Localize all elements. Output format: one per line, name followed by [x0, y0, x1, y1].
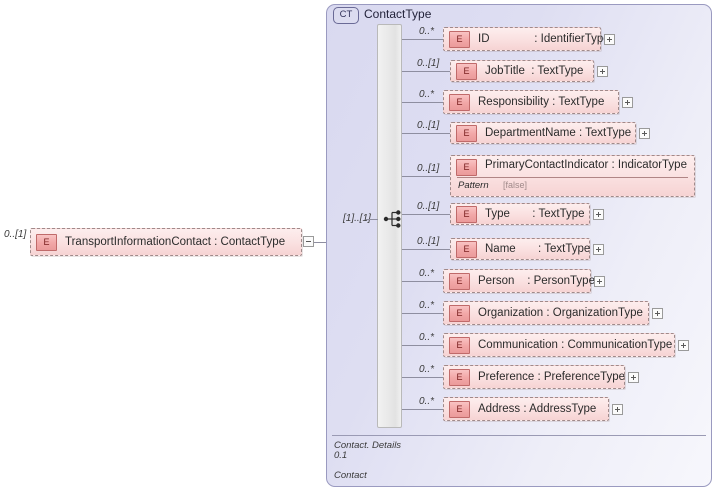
- element-cardinality: 0..*: [419, 396, 435, 407]
- connector-line: [402, 39, 443, 40]
- element-badge-icon: E: [449, 336, 470, 354]
- expand-toggle-plus-icon[interactable]: [639, 128, 650, 139]
- expand-toggle-plus-icon[interactable]: [593, 244, 604, 255]
- element-cardinality: 0..[1]: [417, 201, 440, 212]
- element-label: Name : TextType: [485, 243, 591, 255]
- element-label: Preference : PreferenceType: [478, 371, 626, 383]
- element-label: DepartmentName : TextType: [485, 127, 632, 139]
- connector-line: [402, 102, 443, 103]
- element-badge-icon: E: [456, 205, 477, 223]
- element-label: Communication : CommunicationType: [478, 339, 673, 351]
- expand-toggle-plus-icon[interactable]: [652, 308, 663, 319]
- element-badge-icon: E: [456, 240, 477, 258]
- element-badge-icon: E: [449, 400, 470, 418]
- facet-name: Pattern: [458, 180, 489, 191]
- expand-toggle-plus-icon[interactable]: [593, 209, 604, 220]
- element-label: Organization : OrganizationType: [478, 307, 643, 319]
- collapse-toggle-minus-icon[interactable]: [303, 236, 314, 247]
- element-cardinality: 0..*: [419, 300, 435, 311]
- element-box[interactable]: E PrimaryContactIndicator : IndicatorType…: [450, 155, 695, 197]
- element-cardinality: 0..[1]: [417, 236, 440, 247]
- element-label: Responsibility : TextType: [478, 96, 605, 108]
- element-label: Person : PersonType: [478, 275, 595, 287]
- documentation-line-2: 0.1: [334, 450, 348, 461]
- element-label: PrimaryContactIndicator : IndicatorType: [485, 159, 687, 171]
- element-cardinality: 0..*: [419, 332, 435, 343]
- element-badge-icon: E: [456, 124, 477, 142]
- element-badge-icon: E: [449, 368, 470, 386]
- element-badge-icon: E: [449, 93, 470, 111]
- element-cardinality: 0..*: [419, 364, 435, 375]
- compositor-cardinality: [1]..[1]: [343, 213, 371, 224]
- element-label: ID : IdentifierType: [478, 33, 610, 45]
- element-badge-icon: E: [456, 62, 477, 80]
- complextype-title: ContactType: [364, 7, 432, 21]
- root-element-label: TransportInformationContact : ContactTyp…: [65, 236, 286, 248]
- connector-root-to-type: [314, 242, 327, 243]
- expand-toggle-plus-icon[interactable]: [597, 66, 608, 77]
- element-badge-icon: E: [36, 233, 57, 251]
- connector-line: [402, 249, 450, 250]
- element-cardinality: 0..*: [419, 26, 435, 37]
- expand-toggle-plus-icon[interactable]: [678, 340, 689, 351]
- connector-to-compositor: [366, 219, 378, 220]
- element-box[interactable]: E Communication : CommunicationType: [443, 333, 675, 357]
- documentation-separator: [332, 435, 706, 436]
- documentation-line-3: Contact: [334, 470, 367, 481]
- documentation-line-1: Contact. Details: [334, 440, 402, 451]
- element-box[interactable]: E ID : IdentifierType: [443, 27, 610, 51]
- connector-line: [402, 176, 450, 177]
- connector-line: [402, 313, 443, 314]
- element-box[interactable]: E Person : PersonType: [443, 269, 595, 293]
- expand-toggle-plus-icon[interactable]: [628, 372, 639, 383]
- expand-toggle-plus-icon[interactable]: [622, 97, 633, 108]
- root-element-node[interactable]: E TransportInformationContact : ContactT…: [30, 228, 302, 256]
- expand-toggle-plus-icon[interactable]: [612, 404, 623, 415]
- element-badge-icon: E: [449, 30, 470, 48]
- facet-value: [false]: [503, 180, 528, 190]
- element-cardinality: 0..[1]: [417, 58, 440, 69]
- root-element-box[interactable]: E TransportInformationContact : ContactT…: [30, 228, 302, 256]
- connector-line: [402, 345, 443, 346]
- element-box[interactable]: E Organization : OrganizationType: [443, 301, 649, 325]
- facet-separator: [457, 177, 688, 178]
- element-box[interactable]: E Preference : PreferenceType: [443, 365, 625, 389]
- element-label: Address : AddressType: [478, 403, 597, 415]
- element-badge-icon: E: [449, 272, 470, 290]
- element-label: JobTitle : TextType: [485, 65, 584, 77]
- element-cardinality: 0..[1]: [417, 120, 440, 131]
- element-box[interactable]: E Responsibility : TextType: [443, 90, 619, 114]
- connector-line: [402, 214, 450, 215]
- element-box[interactable]: E JobTitle : TextType: [450, 60, 594, 82]
- element-badge-icon: E: [456, 159, 477, 176]
- complextype-badge-icon: CT: [333, 7, 359, 24]
- connector-line: [402, 71, 450, 72]
- element-label: Type : TextType: [485, 208, 585, 220]
- element-box[interactable]: E Name : TextType: [450, 238, 590, 260]
- element-cardinality: 0..*: [419, 268, 435, 279]
- root-element-cardinality: 0..[1]: [4, 229, 27, 240]
- connector-line: [402, 281, 443, 282]
- expand-toggle-plus-icon[interactable]: [604, 34, 615, 45]
- connector-line: [402, 409, 443, 410]
- connector-line: [402, 377, 443, 378]
- element-box[interactable]: E Address : AddressType: [443, 397, 609, 421]
- connector-line: [402, 133, 450, 134]
- expand-toggle-plus-icon[interactable]: [594, 276, 605, 287]
- element-box[interactable]: E DepartmentName : TextType: [450, 122, 636, 144]
- element-badge-icon: E: [449, 304, 470, 322]
- element-cardinality: 0..[1]: [417, 163, 440, 174]
- element-box[interactable]: E Type : TextType: [450, 203, 590, 225]
- sequence-icon[interactable]: [383, 209, 405, 229]
- element-cardinality: 0..*: [419, 89, 435, 100]
